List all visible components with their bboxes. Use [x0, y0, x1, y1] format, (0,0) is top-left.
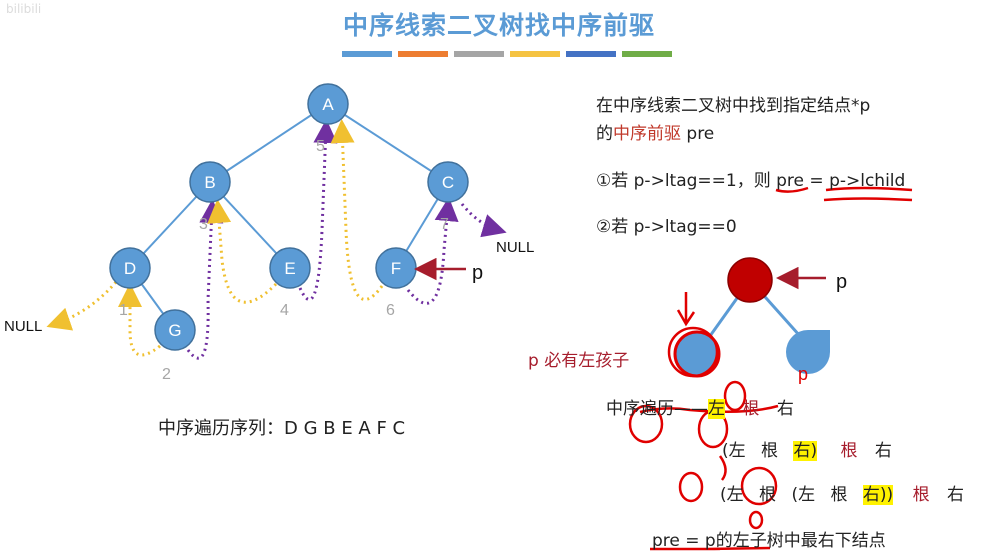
row2-root-inner: 根: [761, 441, 779, 461]
row3-right: 右: [946, 485, 964, 505]
case-1-prefix: ①若 p->ltag==1，则: [596, 171, 777, 191]
node-label-b: B: [204, 173, 215, 192]
traversal-label: 中序遍历——: [606, 399, 708, 419]
step-number-7: 7: [440, 216, 449, 233]
hand-circle-left-node: [667, 326, 719, 378]
node-label-g: G: [168, 321, 181, 340]
node-c: [427, 161, 469, 203]
row1-root: 根: [742, 399, 760, 419]
node-label-c: C: [442, 173, 454, 192]
color-bar-5: [566, 51, 616, 57]
yellow-threads: [46, 119, 384, 357]
page-title: 中序线索二叉树找中序前驱: [342, 11, 655, 40]
step-number-4: 4: [280, 302, 289, 319]
hand-underline-lchild: [823, 186, 913, 202]
thread-g-to-b: [186, 199, 224, 360]
edge-a-c: [327, 103, 449, 183]
node-b: [189, 161, 231, 203]
row2-left: (左: [722, 441, 746, 461]
explanation-line-2-suffix: pre: [681, 124, 715, 144]
case-1-pre: pre: [776, 171, 804, 191]
right-mini-tree: p: [673, 257, 847, 378]
node-a: [307, 83, 349, 125]
explanation-line-2-red: 中序前驱: [613, 124, 681, 144]
left-child-note: p 必有左孩子: [528, 351, 630, 371]
color-bar-4: [510, 51, 560, 57]
hand-arrow-down: [676, 292, 696, 327]
step-number-1: 1: [119, 302, 128, 319]
node-label-a: A: [322, 95, 334, 114]
case-2-line: ②若 p->ltag==0: [596, 217, 737, 237]
hand-underline-conclusion: [650, 546, 771, 551]
thread-f-to-a: [330, 119, 384, 301]
thread-f-to-c: [406, 197, 459, 305]
color-bar-3: [454, 51, 504, 57]
tree-nodes: [109, 83, 469, 351]
node-label-e: E: [284, 259, 295, 278]
hand-circle-2: [723, 380, 747, 412]
step-number-6: 6: [386, 302, 395, 319]
watermark: bilibili: [6, 2, 42, 16]
explanation-line-2: 的中序前驱 pre: [596, 119, 714, 144]
case-1-line: ①若 p->ltag==1，则 pre = p->lchild: [596, 166, 905, 191]
case-1-eq: =: [804, 171, 830, 191]
row2-root: 根: [840, 441, 858, 461]
color-bar-6: [622, 51, 672, 57]
node-label-d: D: [124, 259, 136, 278]
hand-underline-pre: [775, 186, 809, 193]
node-d: [109, 247, 151, 289]
step-number-5: 5: [316, 138, 325, 155]
null-label-right: NULL: [496, 239, 534, 256]
node-g: [154, 309, 196, 351]
case-1-lchild: p->lchild: [829, 171, 906, 191]
row3-right-inner: 右)): [862, 485, 894, 505]
hand-circle-4: [678, 471, 704, 503]
tree-edges: [129, 103, 449, 331]
inorder-sequence: 中序遍历序列：D G B E A F C: [158, 418, 406, 439]
null-label-left: NULL: [4, 318, 42, 335]
row1-left: 左: [708, 399, 725, 419]
pointer-label-tree: p: [472, 262, 483, 284]
node-e: [269, 247, 311, 289]
row2-right-inner: 右): [793, 441, 818, 461]
traversal-row-3: (左 根 (左 根 右)) 根 右: [720, 480, 964, 505]
explanation-line-1: 在中序线索二叉树中找到指定结点*p: [596, 96, 871, 116]
mini-root-node: [727, 257, 773, 303]
traversal-row-1: 中序遍历——左 根 右: [606, 394, 794, 419]
hand-circle-5: [740, 466, 778, 506]
step-number-2: 2: [162, 366, 171, 383]
row1-right: 右: [776, 399, 794, 419]
mini-pointer-label: p: [836, 271, 847, 293]
handwritten-p: p: [798, 364, 808, 384]
thread-e-to-b: [207, 199, 278, 304]
explanation-line-2-prefix: 的: [596, 124, 613, 144]
row3-root: 根: [912, 485, 930, 505]
hand-stroke-2: [718, 455, 727, 481]
purple-threads: [186, 119, 507, 360]
hand-circle-6: [748, 510, 764, 530]
thread-d-to-null: [46, 281, 118, 331]
hand-circle-1: [628, 404, 664, 444]
thread-g-to-d: [118, 283, 161, 357]
row3-root-inner: 根: [759, 485, 777, 505]
step-number-3: 3: [199, 216, 208, 233]
row3-left: (左: [720, 485, 744, 505]
thread-c-to-null: [460, 203, 507, 238]
row3-root-inner-2: 根: [830, 485, 848, 505]
edge-a-b: [209, 103, 329, 183]
node-label-f: F: [391, 259, 401, 278]
color-bar-2: [398, 51, 448, 57]
color-bar-1: [342, 51, 392, 57]
row3-left-inner: (左: [791, 485, 816, 505]
conclusion: pre = p的左子树中最右下结点: [652, 531, 886, 551]
mini-right-node: [786, 330, 830, 374]
traversal-row-2: (左 根 右) 根 右: [722, 436, 892, 461]
row2-right: 右: [874, 441, 892, 461]
